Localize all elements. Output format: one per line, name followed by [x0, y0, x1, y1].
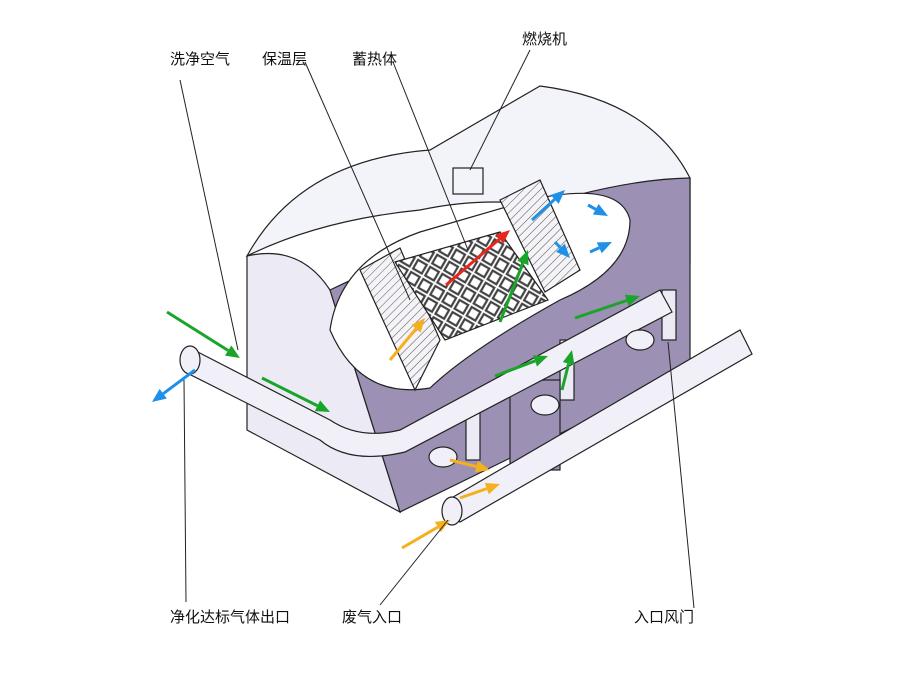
- flow-arrow-blue-head: [592, 203, 608, 216]
- leader-lines: [179, 49, 695, 609]
- outlet-pipe: [184, 289, 673, 457]
- flow-arrow-green-head: [562, 350, 575, 366]
- flow-arrow-green-head: [624, 294, 640, 307]
- label-insulation: 保温层: [262, 50, 308, 68]
- flow-arrows: [152, 190, 640, 550]
- pipes: [179, 289, 753, 526]
- flow-arrow-blue-shaft: [162, 368, 196, 395]
- flow-arrow-green-head: [314, 400, 330, 412]
- flow-arrow-orange-head: [434, 520, 450, 533]
- flow-arrow-green-shaft: [574, 299, 628, 320]
- flow-arrow-blue-head: [556, 243, 570, 258]
- flow-arrow-orange-head: [484, 482, 500, 495]
- flow-arrow-blue-head: [152, 388, 167, 402]
- flow-arrow-green-head: [517, 250, 529, 266]
- flow-arrow-blue-head: [550, 190, 565, 204]
- flow-arrow-orange-head: [474, 460, 490, 473]
- flow-arrow-green-head: [224, 345, 240, 358]
- inlet-pipe-end: [441, 496, 463, 526]
- flow-arrow-green-shaft: [560, 363, 571, 391]
- flow-arrow-orange-shaft: [388, 327, 418, 361]
- flow-arrow-blue-shaft: [530, 198, 556, 222]
- label-inlet-damper: 入口风门: [634, 608, 695, 626]
- label-heat-storage: 蓄热体: [352, 50, 398, 68]
- flow-arrow-orange-shaft: [401, 525, 439, 550]
- flow-arrow-green-shaft: [261, 376, 319, 408]
- label-waste-inlet: 废气入口: [342, 608, 403, 626]
- insulation-right: [499, 179, 581, 293]
- flow-arrow-green-head: [532, 355, 548, 367]
- flow-arrow-red-shaft: [445, 237, 501, 287]
- housing: [245, 85, 691, 514]
- flow-arrow-green-shaft: [166, 310, 229, 352]
- burner-box: [452, 167, 484, 195]
- label-burner: 燃烧机: [522, 30, 568, 48]
- flow-arrow-blue-shaft: [587, 203, 597, 211]
- label-clean-air: 洗净空气: [170, 50, 231, 68]
- flow-arrow-red-head: [495, 230, 510, 244]
- flow-arrow-green-shaft: [498, 262, 525, 323]
- outlet-pipe-end: [179, 345, 201, 375]
- label-purified-outlet: 净化达标气体出口: [170, 608, 291, 626]
- flow-arrow-orange-shaft: [449, 458, 477, 469]
- flow-arrow-orange-shaft: [459, 487, 488, 500]
- flow-arrow-blue-head: [596, 242, 612, 254]
- flow-arrow-green-shaft: [494, 359, 536, 378]
- flow-arrow-orange-head: [411, 318, 425, 333]
- flow-arrow-blue-shaft: [553, 240, 562, 249]
- flow-arrow-blue-shaft: [589, 246, 600, 254]
